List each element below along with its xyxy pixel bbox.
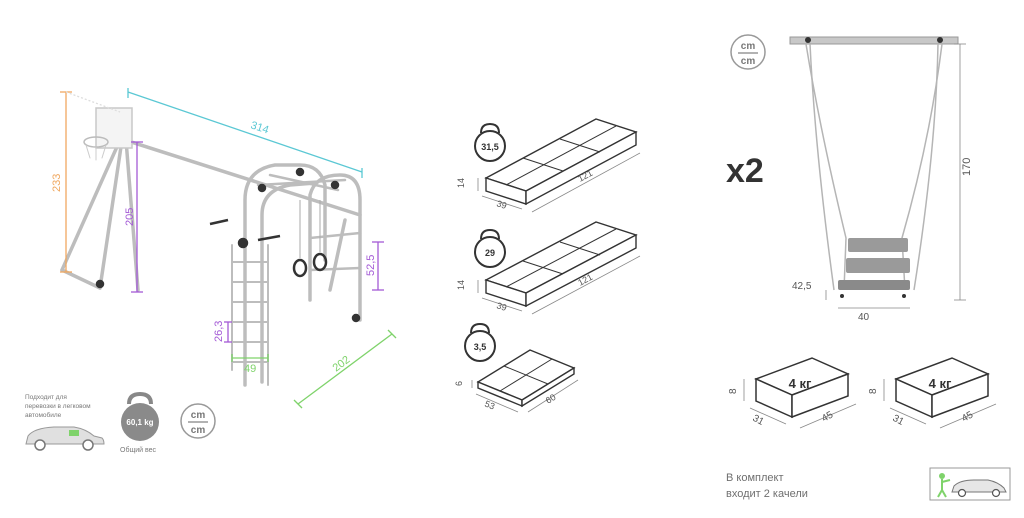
package-3: 3,5 6 53 60 (454, 322, 579, 413)
kettlebell-icon: 60,1 kg (121, 391, 159, 441)
transport-note-line1: Подходит для (25, 394, 67, 401)
svg-text:3,5: 3,5 (474, 342, 487, 352)
svg-text:4 кг: 4 кг (929, 376, 952, 391)
swing-seat-width-label: 40 (858, 312, 870, 323)
dim-width-label: 314 (249, 119, 270, 136)
swing-seat-depth-label: 42,5 (792, 281, 812, 292)
swing-multiplier: x2 (726, 152, 764, 190)
svg-text:45: 45 (820, 409, 836, 424)
transport-note-line3: автомобиле (25, 411, 62, 419)
svg-text:14: 14 (456, 280, 466, 290)
svg-text:cm: cm (191, 410, 206, 421)
unit-badge-right: cm cm (730, 34, 766, 70)
car-icon (25, 426, 105, 451)
package-3-weight-icon: 3,5 (464, 322, 496, 362)
svg-text:53: 53 (483, 399, 496, 412)
kit-note-line1: В комплект (726, 472, 783, 484)
swing-box-1: 4 кг 8 31 45 (728, 357, 857, 429)
dim-ring-height-label: 52,5 (365, 255, 377, 276)
svg-text:31: 31 (751, 413, 766, 428)
unit-badge-left: cm cm (180, 403, 216, 439)
frame-dimensions (60, 88, 397, 409)
playground-frame (60, 107, 362, 387)
svg-text:cm: cm (741, 56, 756, 67)
package-2: 29 14 39 121 (456, 221, 641, 315)
package-1: 31,5 14 39 121 (456, 118, 641, 213)
transport-info: Подходит для перевозки в легковом автомо… (25, 391, 159, 454)
svg-text:cm: cm (741, 41, 756, 52)
svg-text:8: 8 (728, 388, 739, 394)
car-loading-icon (929, 467, 1011, 501)
frame-dimension-labels: 314 233 205 52,5 26,3 49 202 (51, 119, 377, 375)
package-1-weight-icon: 31,5 (474, 122, 506, 162)
dim-ladder-step-label: 26,3 (213, 321, 225, 342)
svg-text:39: 39 (495, 198, 508, 211)
svg-text:4 кг: 4 кг (789, 376, 812, 391)
swing-diagram: 170 42,5 40 (789, 36, 973, 323)
kit-note-line2: входит 2 качели (726, 488, 808, 500)
total-weight-value: 60,1 kg (126, 418, 153, 427)
svg-text:45: 45 (960, 409, 976, 424)
svg-text:14: 14 (456, 178, 466, 188)
svg-text:39: 39 (495, 300, 508, 313)
swing-box-2: 4 кг 8 31 45 (868, 357, 997, 429)
svg-text:6: 6 (454, 381, 464, 386)
svg-text:29: 29 (485, 248, 495, 258)
svg-text:8: 8 (868, 388, 879, 394)
svg-text:31: 31 (891, 413, 906, 428)
swing-height-label: 170 (961, 158, 973, 176)
svg-text:60: 60 (544, 392, 558, 406)
dim-depth-label: 202 (331, 354, 353, 375)
total-weight-caption: Общий вес (120, 446, 157, 454)
svg-text:31,5: 31,5 (481, 142, 499, 152)
dim-total-height-label: 233 (51, 174, 63, 192)
dim-post-height-label: 205 (124, 208, 136, 226)
frame-accents (95, 167, 361, 323)
package-2-weight-icon: 29 (474, 228, 506, 268)
dim-ladder-width-label: 49 (244, 363, 256, 375)
transport-note-line2: перевозки в легковом (25, 403, 91, 410)
svg-text:cm: cm (191, 425, 206, 436)
